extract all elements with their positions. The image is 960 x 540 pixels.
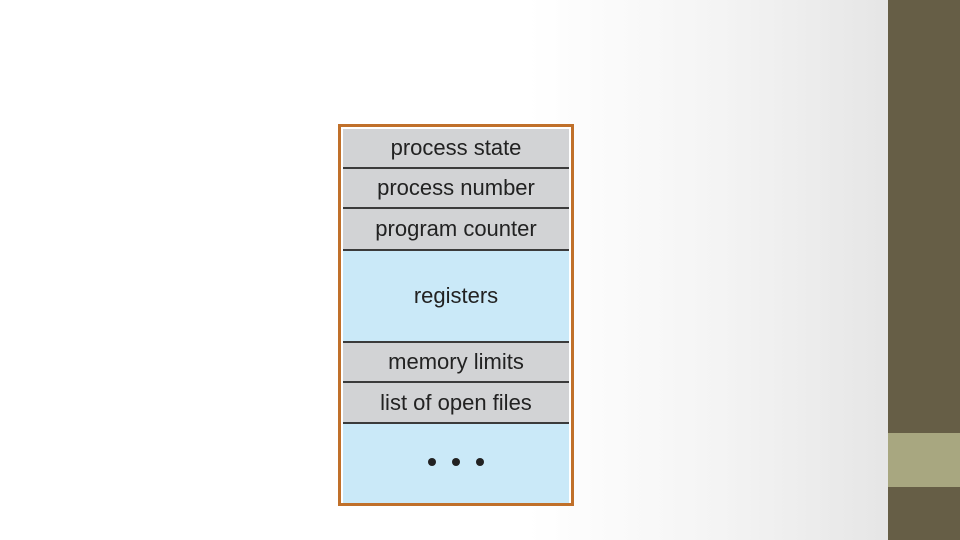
field-registers: registers: [343, 251, 569, 341]
field-open-files: list of open files: [343, 383, 569, 422]
ellipsis-dots: [428, 457, 484, 466]
field-continuation: [343, 424, 569, 503]
dot: [452, 457, 460, 466]
field-divider: [343, 381, 569, 383]
field-program-counter: program counter: [343, 209, 569, 249]
dot: [428, 457, 436, 466]
field-divider: [343, 207, 569, 209]
dot: [476, 457, 484, 466]
field-process-number: process number: [343, 169, 569, 207]
field-process-state: process state: [343, 129, 569, 167]
field-divider: [343, 341, 569, 343]
field-divider: [343, 422, 569, 424]
sidebar-accent-block: [888, 433, 960, 487]
process-control-block-diagram: process state process number program cou…: [338, 124, 574, 506]
field-memory-limits: memory limits: [343, 343, 569, 381]
field-divider: [343, 167, 569, 169]
field-divider: [343, 249, 569, 251]
right-sidebar-bar: [888, 0, 960, 540]
